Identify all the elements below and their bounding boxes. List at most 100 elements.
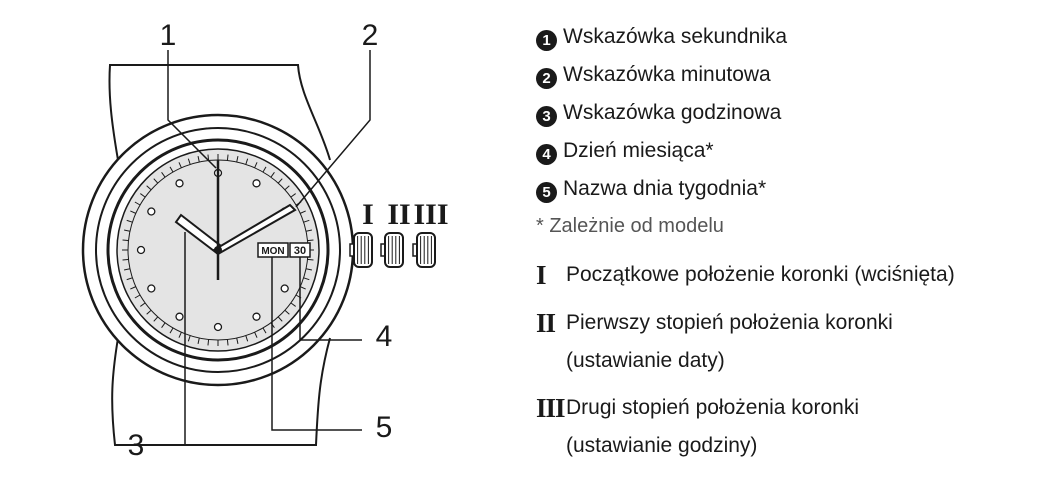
watch-hands: [174, 160, 297, 280]
legend-label-2: Wskazówka minutowa: [563, 63, 771, 86]
minute-tick: [305, 268, 313, 271]
crown-legend-desc-3: Drugi stopień położenia koronki: [566, 396, 860, 419]
crown-label-1: I: [362, 198, 374, 231]
minute-tick: [130, 210, 136, 214]
legend-label-4: Dzień miesiąca*: [563, 139, 714, 162]
legend-item-4: 4 Dzień miesiąca*: [536, 132, 1036, 170]
crown-positions: I II III: [349, 198, 449, 268]
minute-tick: [140, 193, 146, 198]
minute-tick: [303, 277, 310, 281]
minute-tick: [146, 185, 152, 191]
minute-tick: [178, 332, 182, 338]
minute-tick: [161, 172, 166, 178]
minute-tick: [169, 166, 174, 173]
strap-bottom: [111, 337, 331, 446]
legend-item-2: 2 Wskazówka minutowa: [536, 56, 1036, 94]
minute-tick: [123, 229, 131, 232]
legend-label-3: Wskazówka godzinowa: [563, 101, 782, 124]
minute-tick: [153, 316, 159, 322]
crown-legend-desc-2: Pierwszy stopień położenia koronki: [566, 311, 893, 334]
date-window: MON 30: [257, 242, 311, 258]
minute-tick: [134, 294, 141, 299]
minute-tick: [197, 155, 200, 163]
minute-tick: [178, 162, 182, 168]
legend-item-3: 3 Wskazówka godzinowa: [536, 94, 1036, 132]
minute-tick: [146, 309, 152, 315]
legend-badge-4: 4: [536, 144, 557, 165]
minute-tick: [300, 286, 306, 290]
legend-badge-3: 3: [536, 106, 557, 127]
minute-tick: [126, 219, 133, 223]
leader-lines: [148, 50, 371, 446]
minute-tick: [122, 239, 129, 242]
hour-marker: [175, 312, 184, 321]
minute-tick: [305, 229, 313, 232]
minute-tick: [207, 339, 210, 346]
crown-legend-item-2: II Pierwszy stopień położenia koronki (u…: [536, 304, 1036, 380]
minute-tick: [245, 335, 249, 342]
hour-marker: [252, 179, 261, 188]
minute-tick: [187, 158, 191, 165]
leader-3: [148, 232, 186, 446]
minute-tick: [197, 337, 200, 345]
minute-tick: [262, 327, 267, 334]
crown-legend-roman-2: II: [536, 308, 556, 338]
minute-tick: [290, 193, 296, 198]
minute-tick: [134, 201, 141, 206]
callout-2: 2: [362, 19, 379, 52]
callout-4: 4: [376, 320, 393, 353]
minute-tick: [140, 302, 146, 307]
crown-legend-desc-3b: (ustawianie godziny): [566, 434, 758, 457]
minute-tick: [161, 322, 166, 328]
day-name-text: MON: [261, 246, 284, 257]
crown-3: [412, 232, 436, 268]
strap-top: [108, 64, 331, 161]
hour-marker: [147, 284, 156, 293]
hand-pivot: [214, 246, 222, 254]
watch-strap: [108, 64, 331, 446]
crown-2: [380, 232, 404, 268]
minute-tick: [126, 277, 133, 281]
minute-tick: [284, 309, 290, 315]
minute-tick: [187, 335, 191, 342]
legend-note: * Zależnie od modelu: [536, 215, 724, 237]
minute-tick: [123, 268, 131, 271]
minute-tick: [245, 158, 249, 165]
callout-numbers: 1 2 3 4 5: [128, 19, 393, 462]
minute-tick: [236, 337, 239, 345]
minute-tick: [254, 332, 258, 338]
minute-tick: [303, 219, 310, 223]
minute-tick: [307, 239, 314, 242]
legend-badge-2: 2: [536, 68, 557, 89]
callout-5: 5: [376, 411, 393, 444]
minute-tick: [277, 316, 283, 322]
crown-1: [349, 232, 373, 268]
crown-legend-roman-3: III: [536, 393, 566, 423]
leader-5: [271, 257, 362, 431]
minute-tick: [130, 286, 136, 290]
legend-badge-1: 1: [536, 30, 557, 51]
day-name-box: [257, 242, 289, 258]
minute-tick: [300, 210, 306, 214]
hour-marker: [280, 284, 289, 293]
minute-tick: [307, 258, 314, 261]
minute-tick: [236, 155, 239, 163]
minute-tick: [262, 166, 267, 173]
crown-legend-roman-1: I: [536, 260, 546, 290]
minute-tick: [277, 178, 283, 184]
crown-legend-desc-2b: (ustawianie daty): [566, 349, 725, 372]
hour-marker: [147, 207, 156, 216]
minute-tick: [284, 185, 290, 191]
minute-tick: [254, 162, 258, 168]
crowns: [349, 232, 436, 268]
day-number-text: 30: [294, 245, 306, 257]
minute-tick: [122, 258, 129, 261]
hour-marker: [136, 245, 146, 255]
crown-legend-desc-1: Początkowe położenie koronki (wciśnięta): [566, 263, 955, 286]
minute-tick: [226, 339, 229, 346]
minute-tick: [169, 327, 174, 334]
callout-3: 3: [128, 429, 145, 462]
